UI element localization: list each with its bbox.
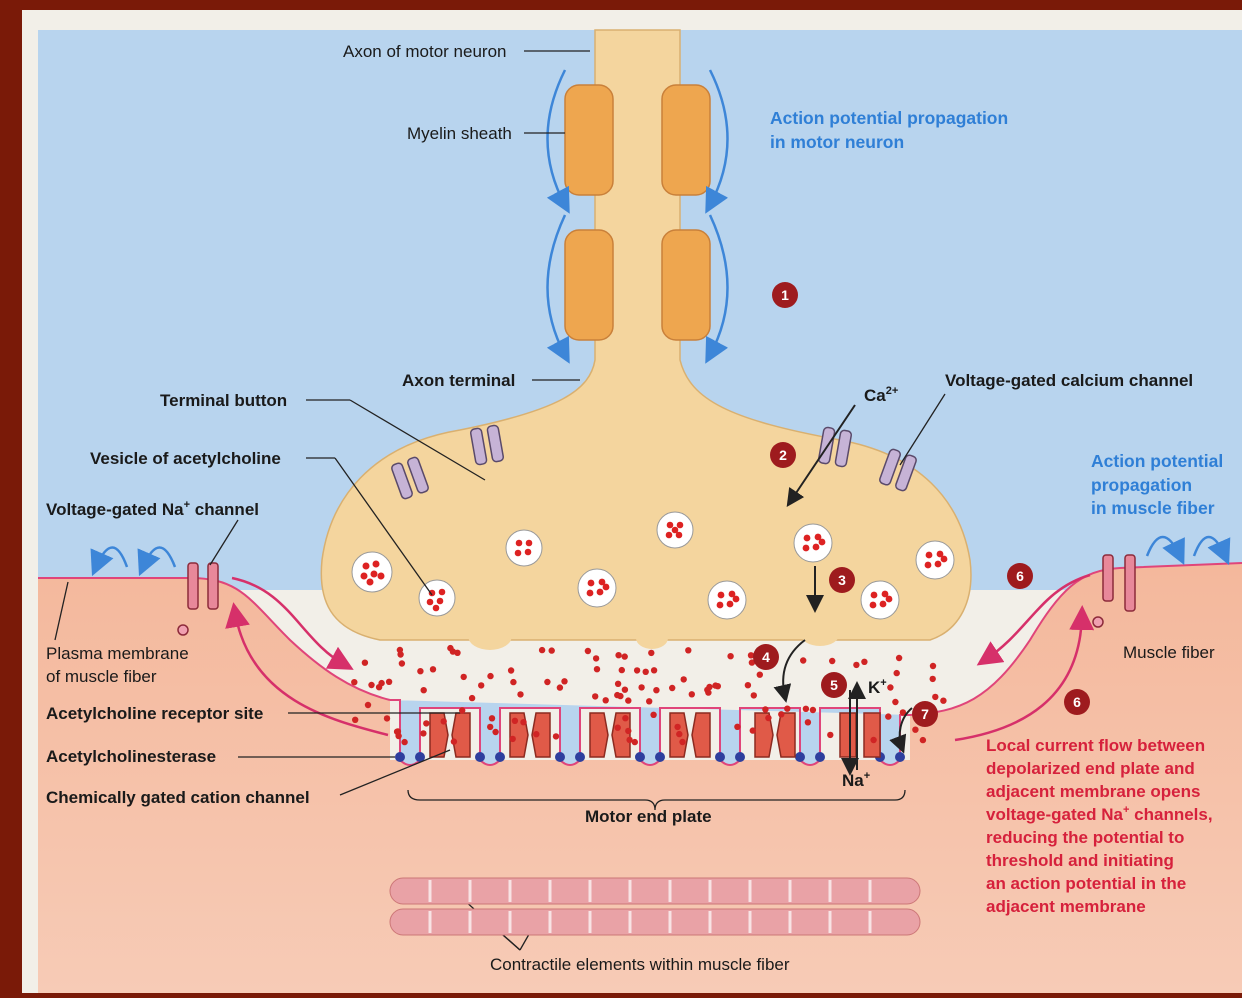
label-ache: Acetylcholinesterase — [46, 747, 216, 766]
svg-text:reducing the potential to: reducing the potential to — [986, 828, 1184, 847]
label-plasma-2: of muscle fiber — [46, 667, 157, 686]
label-terminal-button: Terminal button — [160, 391, 287, 410]
label-vesicle: Vesicle of acetylcholine — [90, 449, 281, 468]
label-contractile: Contractile elements within muscle fiber — [490, 955, 790, 974]
svg-text:4: 4 — [762, 649, 770, 665]
label-ap-neuron-2: in motor neuron — [770, 132, 904, 152]
label-plasma-1: Plasma membrane — [46, 644, 189, 663]
label-ap-fiber-1: Action potential — [1091, 451, 1223, 471]
label-ap-neuron-1: Action potential propagation — [770, 108, 1008, 128]
svg-text:5: 5 — [830, 677, 838, 693]
label-ach-receptor: Acetylcholine receptor site — [46, 704, 263, 723]
label-axon-terminal: Axon terminal — [402, 371, 515, 390]
label-vg-na: Voltage-gated Na+ channel — [46, 499, 259, 519]
svg-text:adjacent membrane: adjacent membrane — [986, 897, 1146, 916]
label-motor-end-plate: Motor end plate — [585, 807, 712, 826]
svg-text:threshold and initiating: threshold and initiating — [986, 851, 1174, 870]
svg-text:depolarized end plate and: depolarized end plate and — [986, 759, 1195, 778]
label-vg-calcium: Voltage-gated calcium channel — [945, 371, 1193, 390]
step-6-marker-top: 6 — [1007, 563, 1033, 589]
svg-text:1: 1 — [781, 287, 789, 303]
label-axon: Axon of motor neuron — [343, 42, 506, 61]
svg-text:6: 6 — [1073, 694, 1081, 710]
step-1-marker: 1 — [772, 282, 798, 308]
svg-text:an action potential in the: an action potential in the — [986, 874, 1186, 893]
step-2-marker: 2 — [770, 442, 796, 468]
label-ap-fiber-2: propagation — [1091, 475, 1192, 495]
svg-text:Local current flow between: Local current flow between — [986, 736, 1205, 755]
step-6-marker-bottom: 6 — [1064, 689, 1090, 715]
svg-text:3: 3 — [838, 572, 846, 588]
svg-text:7: 7 — [921, 706, 929, 722]
step-7-marker: 7 — [912, 701, 938, 727]
label-myelin: Myelin sheath — [407, 124, 512, 143]
svg-text:6: 6 — [1016, 568, 1024, 584]
svg-text:voltage-gated Na+ channels,: voltage-gated Na+ channels, — [986, 804, 1213, 824]
svg-text:adjacent membrane opens: adjacent membrane opens — [986, 782, 1200, 801]
step-3-marker: 3 — [829, 567, 855, 593]
label-chem-gated: Chemically gated cation channel — [46, 788, 310, 807]
label-muscle-fiber: Muscle fiber — [1123, 643, 1215, 662]
svg-text:2: 2 — [779, 447, 787, 463]
step-4-marker: 4 — [753, 644, 779, 670]
label-ap-fiber-3: in muscle fiber — [1091, 498, 1215, 518]
step-5-marker: 5 — [821, 672, 847, 698]
